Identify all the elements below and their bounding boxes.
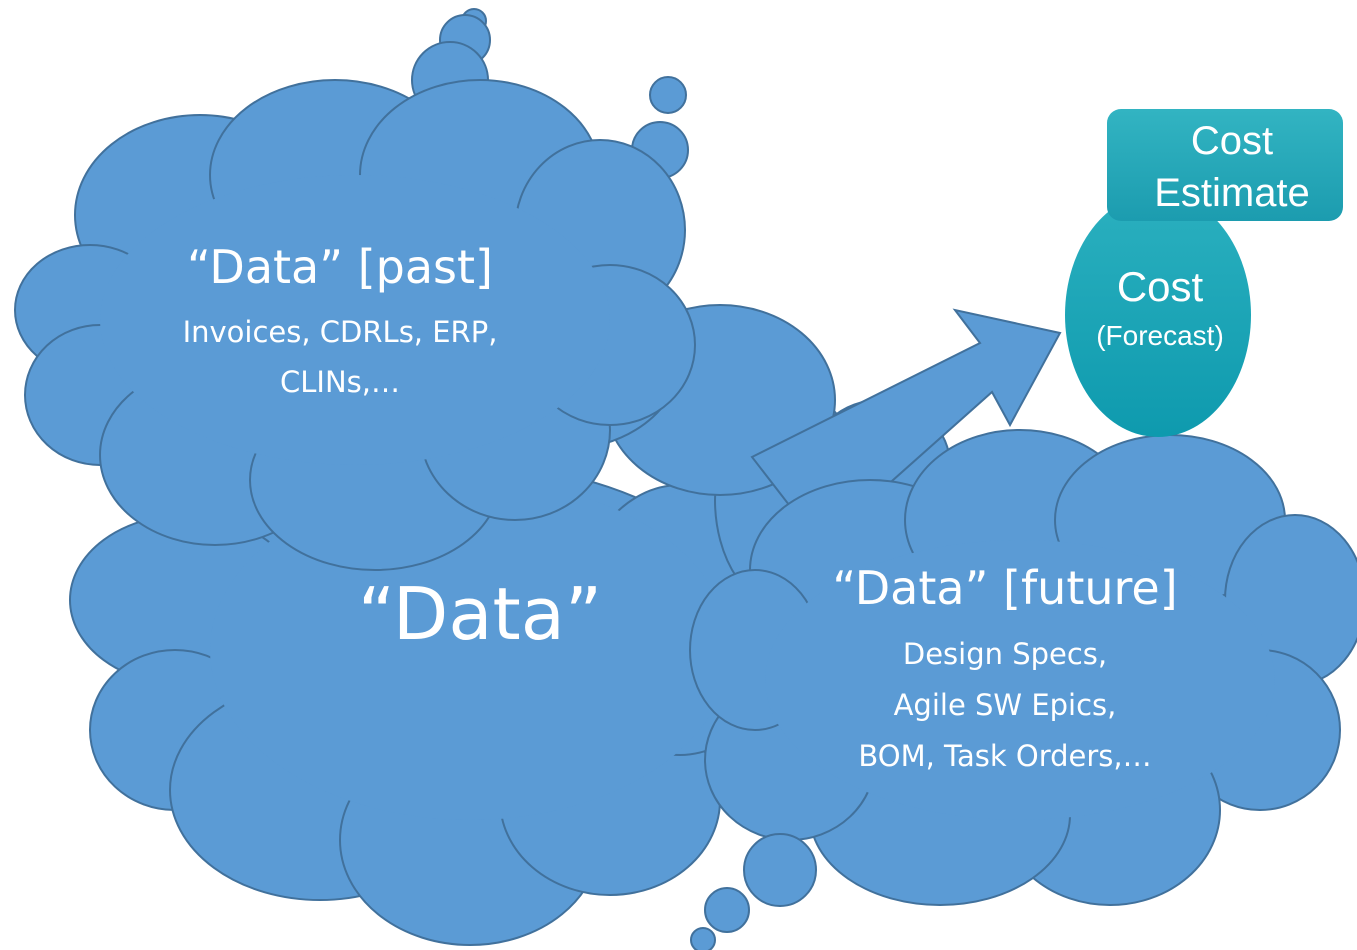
cost-estimate-line-1: Cost <box>1190 119 1274 163</box>
cost-forecast-ellipse <box>1065 193 1251 437</box>
past-cloud <box>14 79 696 571</box>
future-cloud-line-1: Design Specs, <box>902 637 1108 671</box>
cost-estimate-line-2: Estimate <box>1154 171 1310 215</box>
cost-forecast-title: Cost <box>1116 263 1204 310</box>
future-cloud <box>689 429 1357 906</box>
thought-bubbles-bottom <box>690 833 817 950</box>
past-cloud-line-2: CLINs,… <box>280 365 400 399</box>
past-cloud-title: “Data” [past] <box>187 240 493 294</box>
future-cloud-title: “Data” [future] <box>832 561 1178 615</box>
future-cloud-line-3: BOM, Task Orders,… <box>858 739 1152 773</box>
main-cloud-label: “Data” <box>357 572 603 656</box>
past-cloud-line-1: Invoices, CDRLs, ERP, <box>182 315 498 349</box>
cost-forecast-subtitle: (Forecast) <box>1096 320 1224 351</box>
future-cloud-line-2: Agile SW Epics, <box>893 688 1117 722</box>
cost-estimate-box <box>1107 109 1343 221</box>
